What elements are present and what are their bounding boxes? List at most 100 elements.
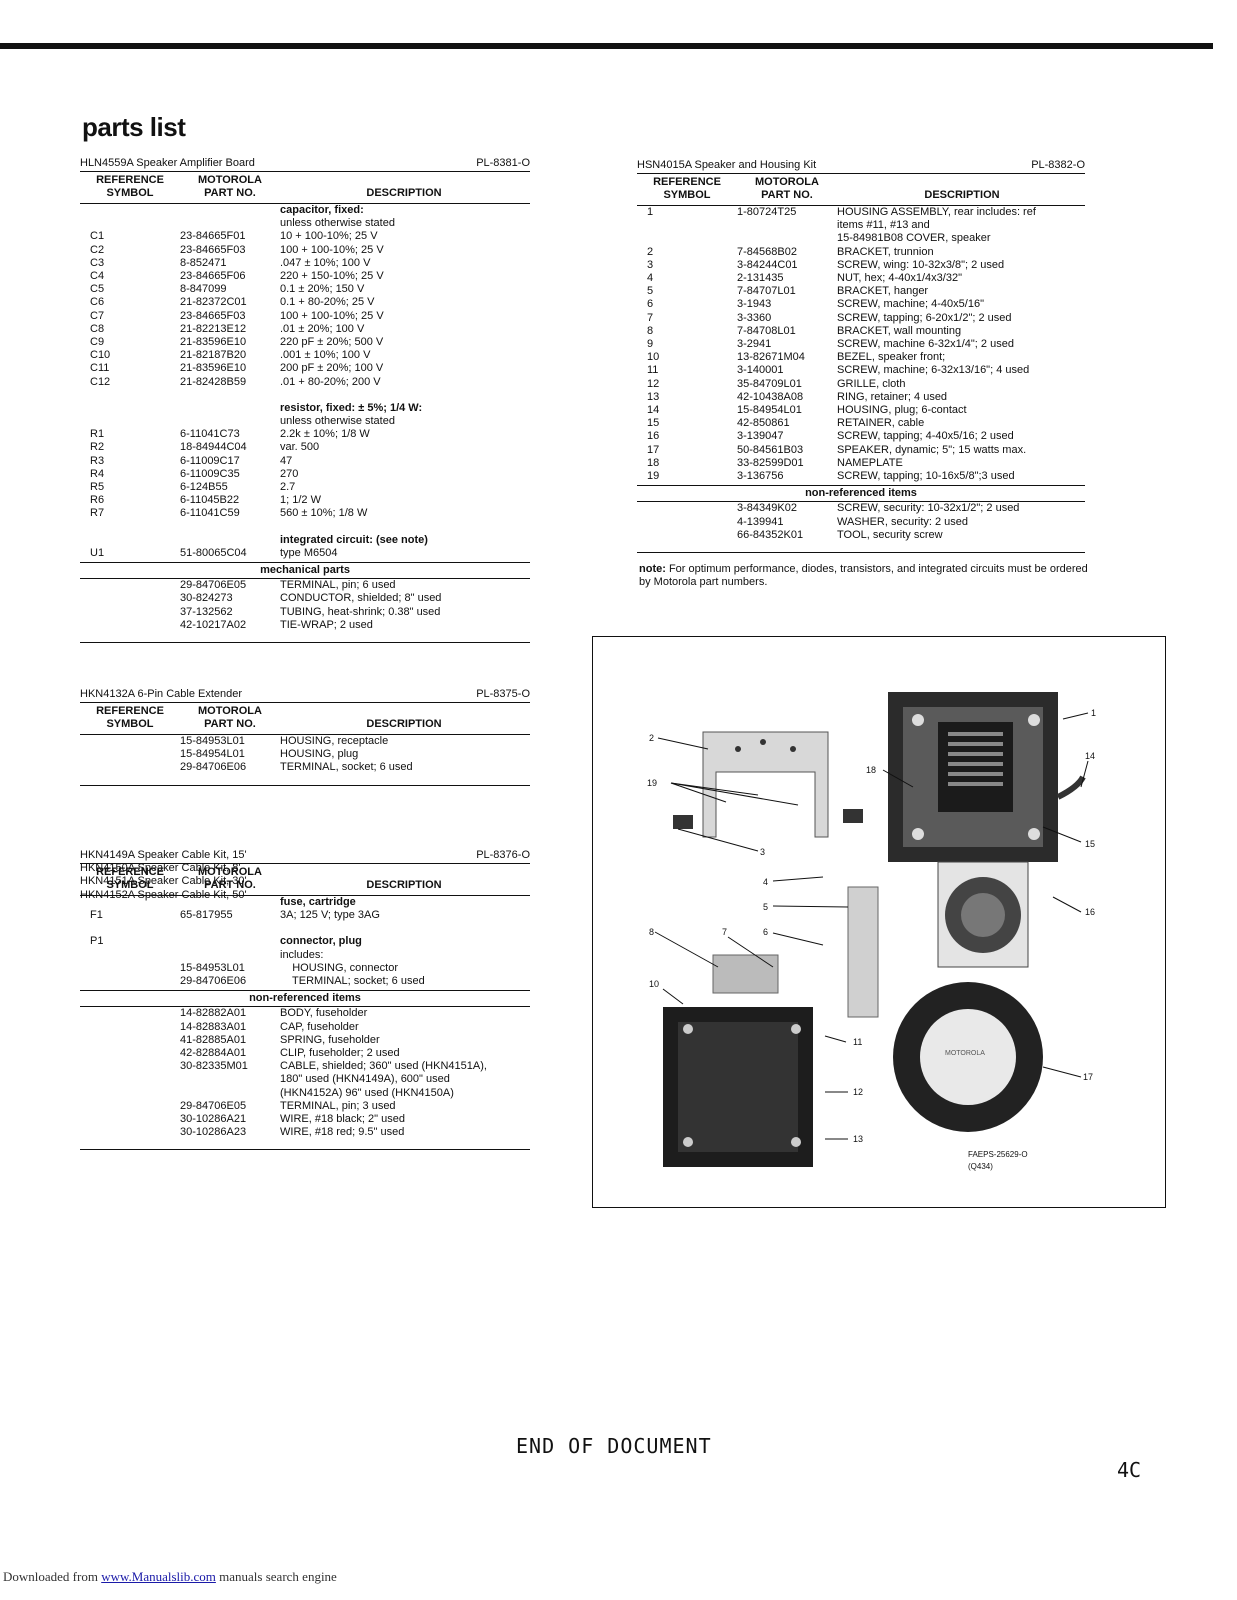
part-number: 3-139047 xyxy=(737,430,784,443)
part-number: 23-84665F03 xyxy=(180,309,246,322)
table-top-rule xyxy=(637,173,1085,174)
reference-symbol xyxy=(80,217,180,230)
part-number: 6-11045B22 xyxy=(180,494,240,507)
table-row: resistor, fixed: ± 5%; 1/4 W: xyxy=(80,402,530,415)
description xyxy=(280,389,528,402)
part-number: 3-1943 xyxy=(737,298,772,311)
download-footer: Downloaded from www.Manualslib.com manua… xyxy=(3,1569,337,1585)
part-number: 37-132562 xyxy=(180,605,233,618)
table-bottom-rule xyxy=(80,784,530,786)
description: 220 + 150-10%; 25 V xyxy=(280,270,384,283)
description: GRILLE, cloth xyxy=(837,377,906,390)
description: SCREW, machine 6-32x1/4"; 2 used xyxy=(837,338,1014,351)
header-reference-symbol: REFERENCE SYMBOL xyxy=(96,866,164,891)
section-title-row: HKN4149A Speaker Cable Kit, 15' HKN4150A… xyxy=(80,849,530,901)
header-part-number: MOTOROLA PART NO. xyxy=(198,174,262,199)
callout-11: 11 xyxy=(853,1037,862,1047)
reference-symbol: C7 xyxy=(90,309,105,322)
table-row: 29-84706E06 TERMINAL; socket; 6 used xyxy=(80,975,530,988)
callout-18: 18 xyxy=(866,765,876,775)
description: .01 ± 20%; 100 V xyxy=(280,322,365,335)
description: connector, plug xyxy=(280,935,362,948)
subsection-title: mechanical parts xyxy=(80,563,530,580)
figure-caption-code: FAEPS-25629-O xyxy=(968,1150,1028,1159)
part-number: 30-10286A23 xyxy=(180,1126,247,1139)
part-number: 42-850861 xyxy=(737,417,790,430)
reference-symbol xyxy=(637,232,737,245)
reference-symbol: F1 xyxy=(90,909,103,922)
callout-19: 19 xyxy=(647,778,657,788)
reference-symbol: R5 xyxy=(90,481,105,494)
section-pl-number: PL-8376-O xyxy=(476,849,530,861)
exploded-view-drawing: MOTOROLA 1 2 xyxy=(647,692,1096,1171)
header-description: DESCRIPTION xyxy=(366,187,442,199)
table-row: 15-84953L01 HOUSING, connector xyxy=(80,962,530,975)
part-number: 66-84352K01 xyxy=(737,528,804,541)
reference-symbol: 13 xyxy=(647,390,660,403)
header-reference-symbol: REFERENCE SYMBOL xyxy=(96,174,164,199)
description: CONDUCTOR, shielded; 8" used xyxy=(280,592,442,605)
part-number xyxy=(180,415,280,428)
reference-symbol xyxy=(80,1100,180,1113)
table-row: unless otherwise stated xyxy=(80,415,530,428)
table-row xyxy=(80,521,530,534)
reference-symbol: 8 xyxy=(647,324,654,337)
reference-symbol: 5 xyxy=(647,285,654,298)
part-number: 42-10438A08 xyxy=(737,390,804,403)
part-number: 14-82883A01 xyxy=(180,1020,247,1033)
description: NUT, hex; 4-40x1/4x3/32" xyxy=(837,272,962,285)
callout-6: 6 xyxy=(763,927,768,937)
description: HOUSING, plug xyxy=(280,748,359,761)
callout-1: 1 xyxy=(1091,708,1096,718)
part-number: 21-82372C01 xyxy=(180,296,247,309)
description: NAMEPLATE xyxy=(837,456,903,469)
reference-symbol: C6 xyxy=(90,296,105,309)
top-rule xyxy=(0,43,1213,49)
description: SCREW, security: 10-32x1/2"; 2 used xyxy=(837,502,1020,515)
description: 10 + 100-10%; 25 V xyxy=(280,230,378,243)
description: unless otherwise stated xyxy=(280,415,395,428)
reference-symbol: R2 xyxy=(90,441,105,454)
part-number: 3-2941 xyxy=(737,338,772,351)
footer-suffix: manuals search engine xyxy=(215,1569,337,1584)
description: RING, retainer; 4 used xyxy=(837,390,948,403)
wall-bracket-illustration xyxy=(712,954,779,994)
description: (HKN4152A) 96" used (HKN4150A) xyxy=(280,1086,454,1099)
part-number xyxy=(180,949,280,962)
part-number: 6-11009C35 xyxy=(180,467,240,480)
description: HOUSING ASSEMBLY, rear includes: ref xyxy=(837,206,1036,218)
description: CABLE, shielded; 360" used (HKN4151A), xyxy=(280,1060,487,1073)
part-number: 3-84349K02 xyxy=(737,502,797,515)
section-title: HKN4132A 6-Pin Cable Extender xyxy=(80,688,243,700)
part-number: 6-11041C73 xyxy=(180,428,240,441)
description: TERMINAL; socket; 6 used xyxy=(280,975,425,988)
description: CLIP, fuseholder; 2 used xyxy=(280,1047,400,1060)
table-row: includes: xyxy=(80,949,530,962)
description: WASHER, security: 2 used xyxy=(837,515,969,528)
manualslib-link[interactable]: www.Manualslib.com xyxy=(101,1569,216,1584)
part-number: 7-84708L01 xyxy=(737,324,796,337)
description: HOUSING, connector xyxy=(280,961,398,974)
description: TERMINAL, pin; 6 used xyxy=(280,579,396,592)
part-number xyxy=(180,922,280,935)
reference-symbol xyxy=(80,1060,180,1073)
reference-symbol xyxy=(80,1113,180,1126)
description: integrated circuit: (see note) xyxy=(280,533,428,546)
